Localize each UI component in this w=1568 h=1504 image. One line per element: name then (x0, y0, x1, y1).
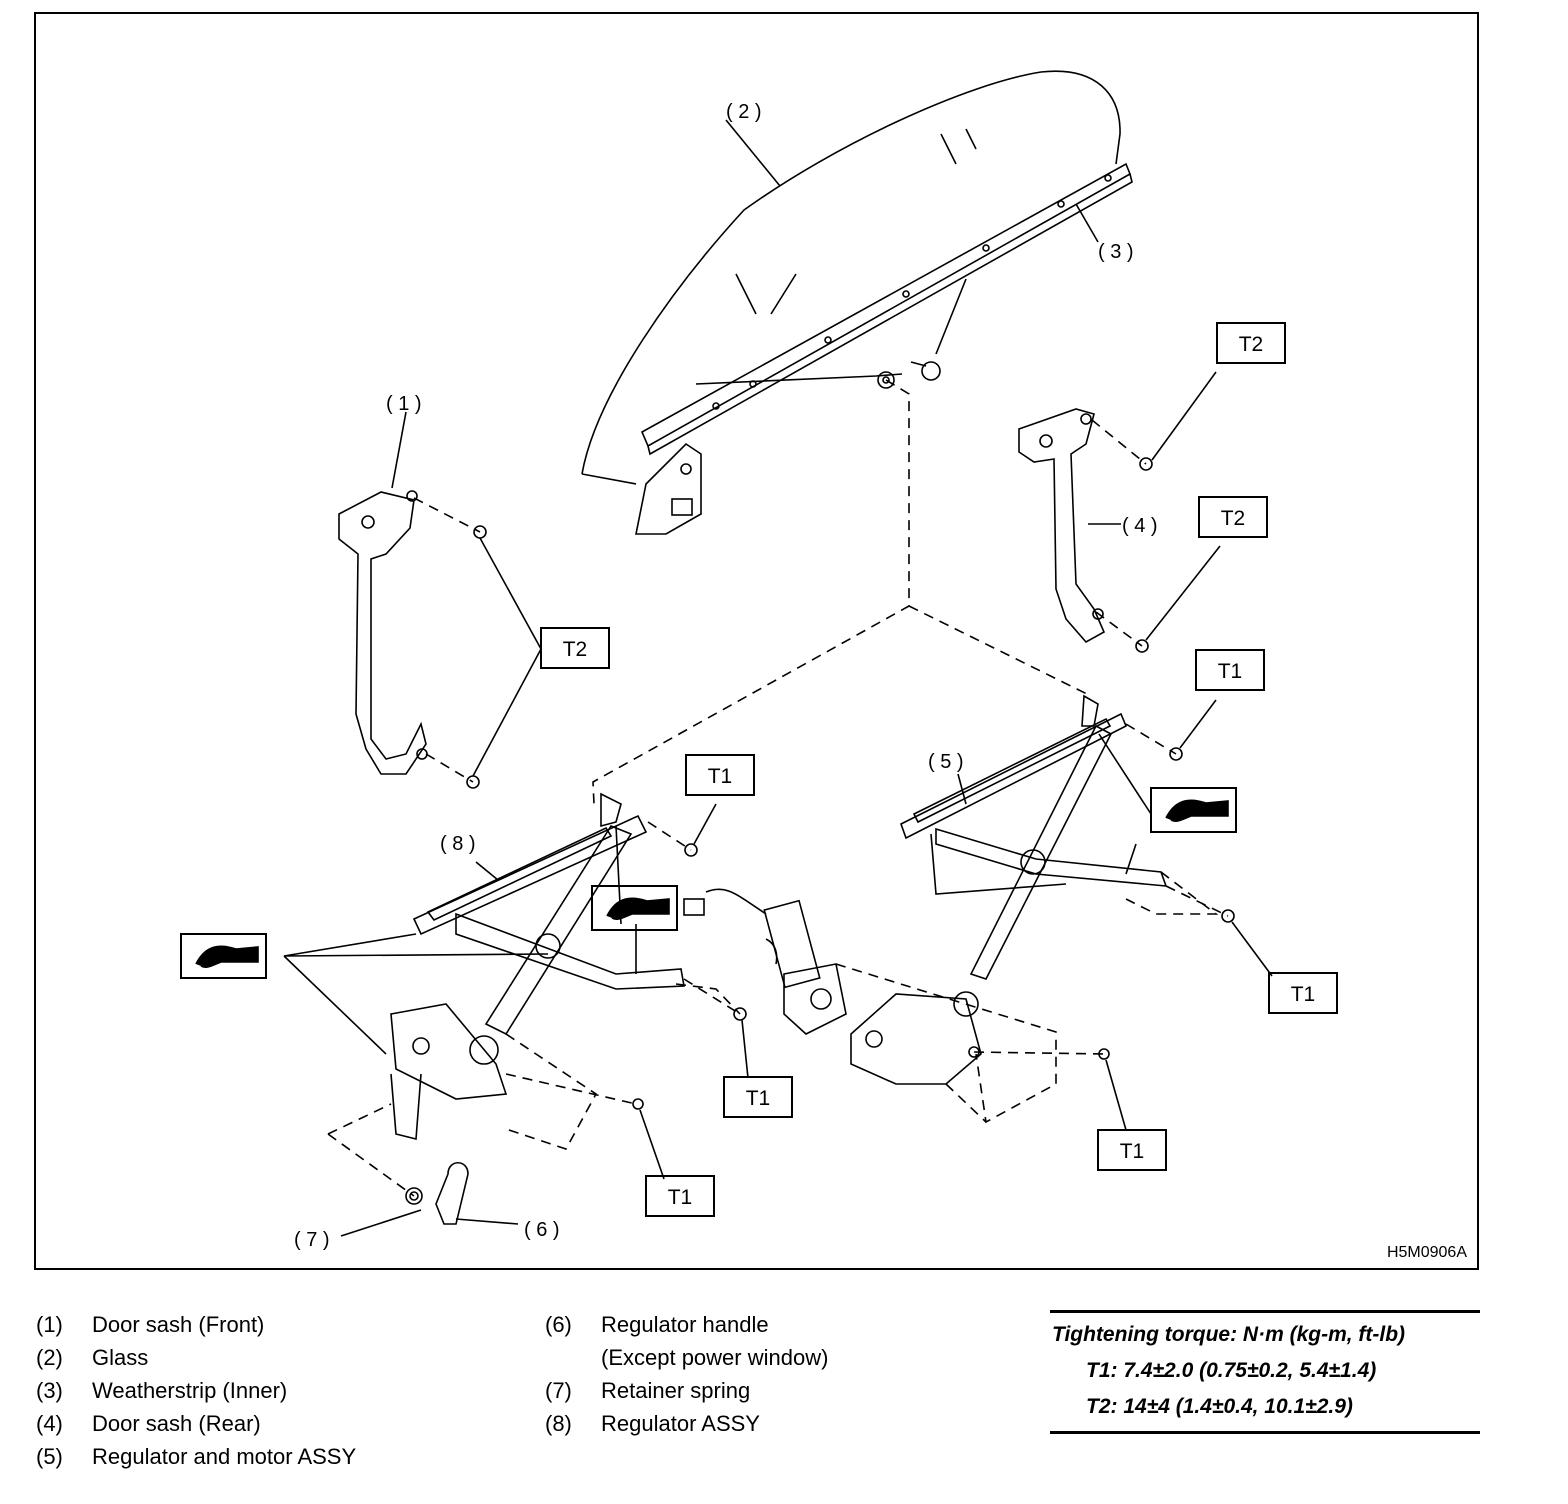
torque-tag-t1-rear-regulator-bottom: T1 (1120, 1140, 1145, 1163)
torque-tag-t1-rear-regulator-top: T1 (1218, 660, 1243, 683)
diagram-drawing: ( 2 ) ( 3 ) ( 1 ) ( 4 ) ( 5 ) ( 8 ) ( 6 … (180, 70, 1338, 1251)
torque-tag-t1-front-regulator-top: T1 (708, 765, 733, 788)
torque-tag-t2-front-sash: T2 (563, 638, 588, 661)
legend-number: (6) (545, 1312, 572, 1337)
regulator-assy (390, 792, 685, 1141)
legend-item: (8) Regulator ASSY (545, 1407, 828, 1440)
legend-item: (Except power window) (545, 1341, 828, 1374)
torque-tag-t1-motor: T1 (746, 1087, 771, 1110)
glass-bracket (635, 278, 967, 535)
callout-retainer-spring: ( 7 ) (294, 1229, 330, 1251)
legend-description: Glass (92, 1345, 149, 1370)
exploded-diagram: ( 2 ) ( 3 ) ( 1 ) ( 4 ) ( 5 ) ( 8 ) ( 6 … (34, 12, 1479, 1270)
door-sash-rear (1018, 408, 1106, 644)
torque-heading: Tightening torque: N·m (kg-m, ft-lb) (1052, 1323, 1406, 1346)
grease-icons (180, 787, 1237, 979)
figure-code: H5M0906A (1386, 1244, 1467, 1261)
legend-description: Door sash (Front) (92, 1312, 265, 1337)
nuts (466, 457, 1235, 1110)
parts-legend-right: (6) Regulator handle (Except power window… (545, 1308, 828, 1440)
legend-number: (1) (36, 1312, 63, 1337)
legend-description: Regulator handle (601, 1312, 769, 1337)
legend-description: Weatherstrip (Inner) (92, 1378, 288, 1403)
torque-tag-t1-front-regulator-bottom: T1 (668, 1186, 693, 1209)
legend-number: (3) (36, 1378, 63, 1403)
torque-tag-t2-rear-sash-bottom: T2 (1221, 507, 1246, 530)
legend-number: (2) (36, 1345, 63, 1370)
glass-part (581, 70, 1121, 485)
parts-legend-left: (1) Door sash (Front) (2) Glass (3) Weather… (36, 1308, 356, 1473)
callout-regulator-motor-assy: ( 5 ) (928, 751, 964, 773)
legend-item: (1) Door sash (Front) (36, 1308, 356, 1341)
legend-item: (2) Glass (36, 1341, 356, 1374)
window-motor (683, 888, 847, 1035)
legend-description: Retainer spring (601, 1378, 751, 1403)
torque-tag-t2-rear-sash-top: T2 (1239, 333, 1264, 356)
torque-specification: Tightening torque: N·m (kg-m, ft-lb) T1:… (1050, 1310, 1480, 1434)
legend-item: (7) Retainer spring (545, 1374, 828, 1407)
legend-item: (4) Door sash (Rear) (36, 1407, 356, 1440)
leader-lines (340, 119, 1273, 1237)
legend-description: Regulator ASSY (601, 1411, 760, 1436)
legend-number: (8) (545, 1411, 572, 1436)
door-sash-front (338, 490, 428, 775)
callout-glass: ( 2 ) (726, 101, 762, 123)
callout-regulator-assy: ( 8 ) (440, 833, 476, 855)
legend-description: Door sash (Rear) (92, 1411, 261, 1436)
legend-description: Regulator and motor ASSY (92, 1444, 357, 1469)
torque-tag-boxes (540, 322, 1338, 1217)
legend-item: (6) Regulator handle (545, 1308, 828, 1341)
legend-number (545, 1341, 601, 1374)
legend-number: (7) (545, 1378, 572, 1403)
legend-description: (Except power window) (601, 1345, 829, 1370)
legend-item: (5) Regulator and motor ASSY (36, 1440, 356, 1473)
legend-item: (3) Weatherstrip (Inner) (36, 1374, 356, 1407)
torque-tag-t1-rear-regulator-right: T1 (1291, 983, 1316, 1006)
torque-t1-spec: T1: 7.4±2.0 (0.75±0.2, 5.4±1.4) (1086, 1359, 1377, 1382)
legend-number: (5) (36, 1444, 63, 1469)
regulator-motor-assy (850, 694, 1168, 1085)
callout-door-sash-rear: ( 4 ) (1122, 515, 1158, 537)
legend-number: (4) (36, 1411, 63, 1436)
callout-weatherstrip: ( 3 ) (1098, 241, 1134, 263)
assembly-lines (327, 379, 1229, 1197)
regulator-handle (405, 1161, 469, 1225)
weatherstrip-part (640, 162, 1133, 456)
torque-t2-spec: T2: 14±4 (1.4±0.4, 10.1±2.9) (1086, 1395, 1353, 1418)
callout-door-sash-front: ( 1 ) (386, 393, 422, 415)
grease-pointers (283, 733, 1152, 1055)
callout-regulator-handle: ( 6 ) (524, 1219, 560, 1241)
